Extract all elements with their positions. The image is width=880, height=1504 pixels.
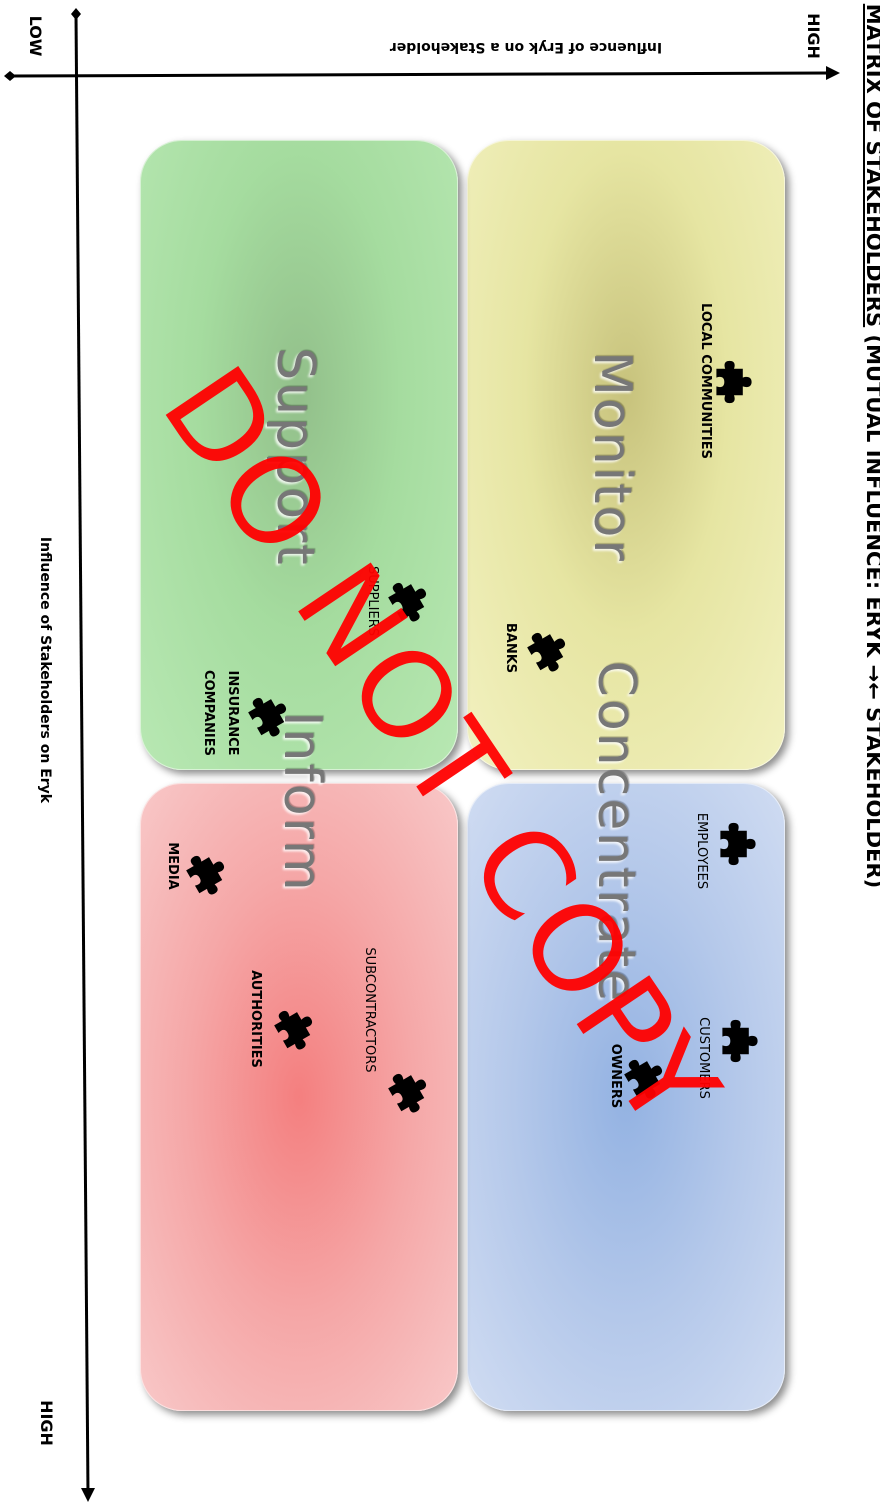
support-quadrant — [140, 140, 458, 770]
axis-arrow-bottom-icon — [81, 1488, 95, 1502]
page-title: MATRIX OF STAKEHOLDERS (MUTUAL INFLUENCE… — [854, 0, 880, 896]
stakeholder-employees: EMPLOYEES — [694, 812, 709, 890]
stakeholder-subcontractors: SUBCONTRACTORS — [362, 947, 377, 1073]
horizontal-axis — [9, 71, 831, 78]
title-rest: (MUTUAL INFLUENCE: ERYK →← STAKEHOLDER) — [862, 334, 880, 889]
stakeholder-insurance: INSURANCE — [225, 670, 240, 756]
puzzle-piece-icon — [388, 1069, 432, 1113]
stakeholder-banks: BANKS — [503, 622, 518, 674]
horizontal-axis-label: Influence of Eryk on a Stakeholder — [389, 39, 663, 55]
vertical-axis-label: Influence of Stakeholders on Eryk — [37, 536, 53, 804]
axis-diamond-top-icon — [71, 8, 81, 20]
puzzle-piece-icon — [274, 1006, 318, 1050]
axis-arrow-right-icon — [826, 66, 840, 80]
monitor-quadrant — [467, 140, 785, 770]
puzzle-piece-icon — [527, 628, 571, 672]
axis-bottom-high: HIGH — [37, 1400, 56, 1446]
monitor-label: Monitor — [582, 351, 642, 563]
stakeholder-companies: COMPANIES — [200, 658, 216, 768]
puzzle-piece-icon — [716, 360, 752, 404]
stakeholder-authorities: AUTHORITIES — [248, 970, 263, 1068]
axis-diamond-left-icon — [4, 71, 16, 81]
stakeholder-local-communities: LOCAL COMMUNITIES — [698, 303, 713, 459]
stakeholder-insurance-line2: COMPANIES — [201, 670, 216, 756]
puzzle-piece-icon — [720, 822, 756, 866]
vertical-axis — [74, 13, 90, 1495]
stakeholder-media: MEDIA — [165, 842, 180, 890]
axis-top-low: LOW — [26, 15, 45, 57]
title-underlined: MATRIX OF STAKEHOLDERS — [862, 3, 880, 328]
concentrate-quadrant — [467, 783, 785, 1411]
axis-top-high: HIGH — [804, 13, 823, 59]
puzzle-piece-icon — [248, 693, 292, 737]
puzzle-piece-icon — [186, 851, 230, 895]
